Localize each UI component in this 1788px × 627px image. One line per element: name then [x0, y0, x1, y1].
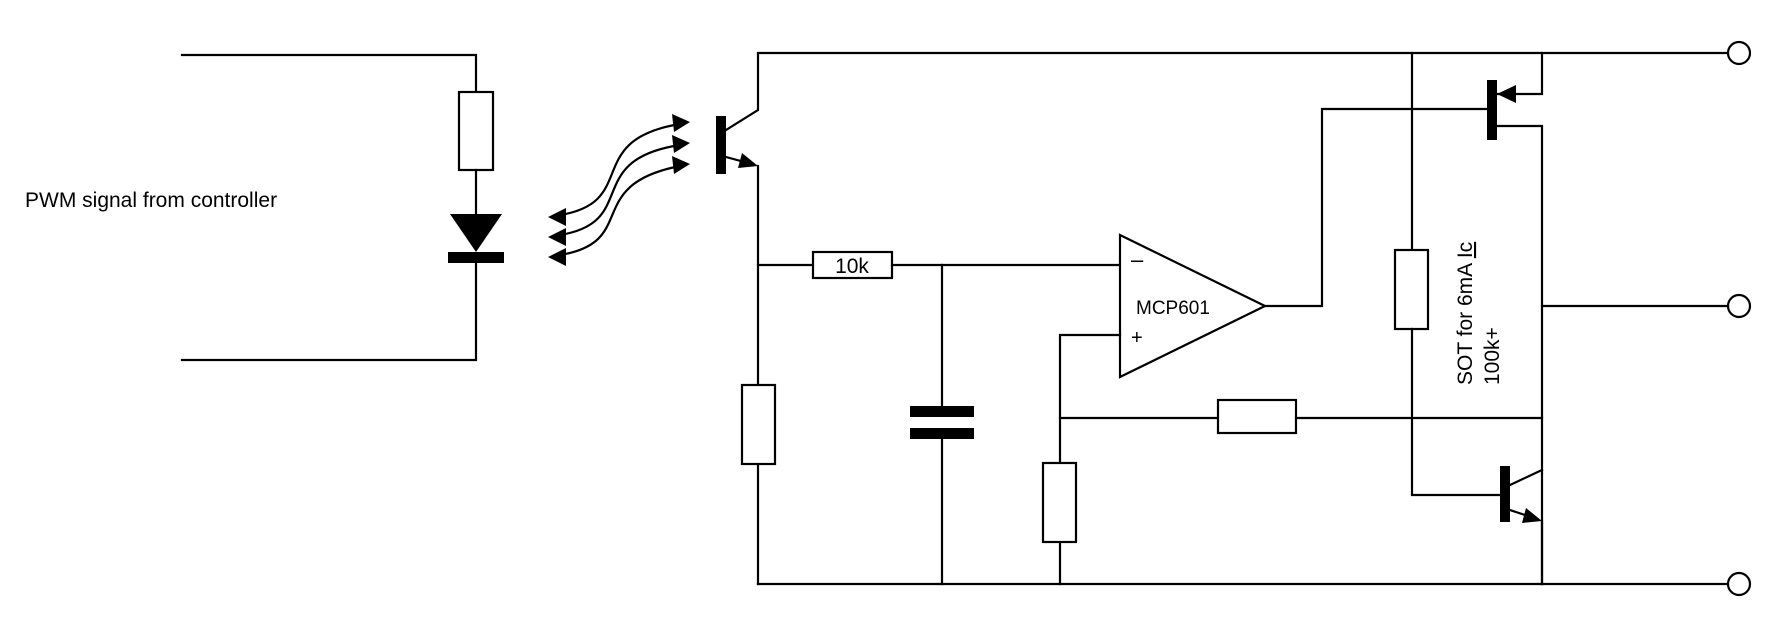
phototransistor-base-bar — [716, 116, 726, 174]
opamp-plus-label: + — [1131, 327, 1143, 349]
light-emission-arrows — [548, 114, 690, 266]
rc-filter: 10k — [740, 250, 1122, 586]
opamp-name-label: MCP601 — [1136, 298, 1210, 319]
phototransistor-emitter-arrow — [738, 153, 758, 168]
feedback-resistor — [1216, 398, 1298, 435]
opamp-minus-label: – — [1131, 247, 1144, 272]
phototransistor-load-resistor — [740, 383, 777, 466]
output-stage — [1393, 51, 1730, 586]
led-diode-triangle — [450, 214, 502, 252]
bias-resistor — [1393, 248, 1430, 331]
filter-capacitor-plate-top — [910, 406, 974, 417]
terminal-top[interactable] — [1726, 40, 1752, 66]
ground-resistor — [1041, 461, 1078, 544]
npn-emitter-arrow — [1522, 508, 1542, 523]
feedback-network — [1041, 398, 1544, 544]
opamp-triangle — [1118, 233, 1268, 379]
input-wire-top — [180, 53, 478, 94]
npn-base-bar — [1500, 466, 1510, 522]
input-network — [180, 53, 504, 362]
input-wire-bottom — [180, 261, 478, 362]
terminal-bottom[interactable] — [1726, 571, 1752, 597]
opamp-mcp601: – + MCP601 — [1058, 107, 1489, 586]
filter-resistor-10k — [811, 250, 894, 280]
transistor-note: SOT for 6mA Ic 100k+ — [1454, 236, 1504, 385]
filter-capacitor-plate-bottom — [910, 428, 974, 439]
phototransistor — [716, 53, 760, 586]
input-signal-label: PWM signal from controller — [25, 189, 277, 212]
filter-resistor-label: 10k — [835, 255, 869, 278]
terminal-middle[interactable] — [1726, 293, 1752, 319]
led-series-resistor — [457, 90, 495, 172]
led-diode-bar — [448, 252, 504, 263]
mosfet-gate-bar — [1487, 80, 1497, 140]
mosfet-source-arrow — [1497, 85, 1516, 103]
